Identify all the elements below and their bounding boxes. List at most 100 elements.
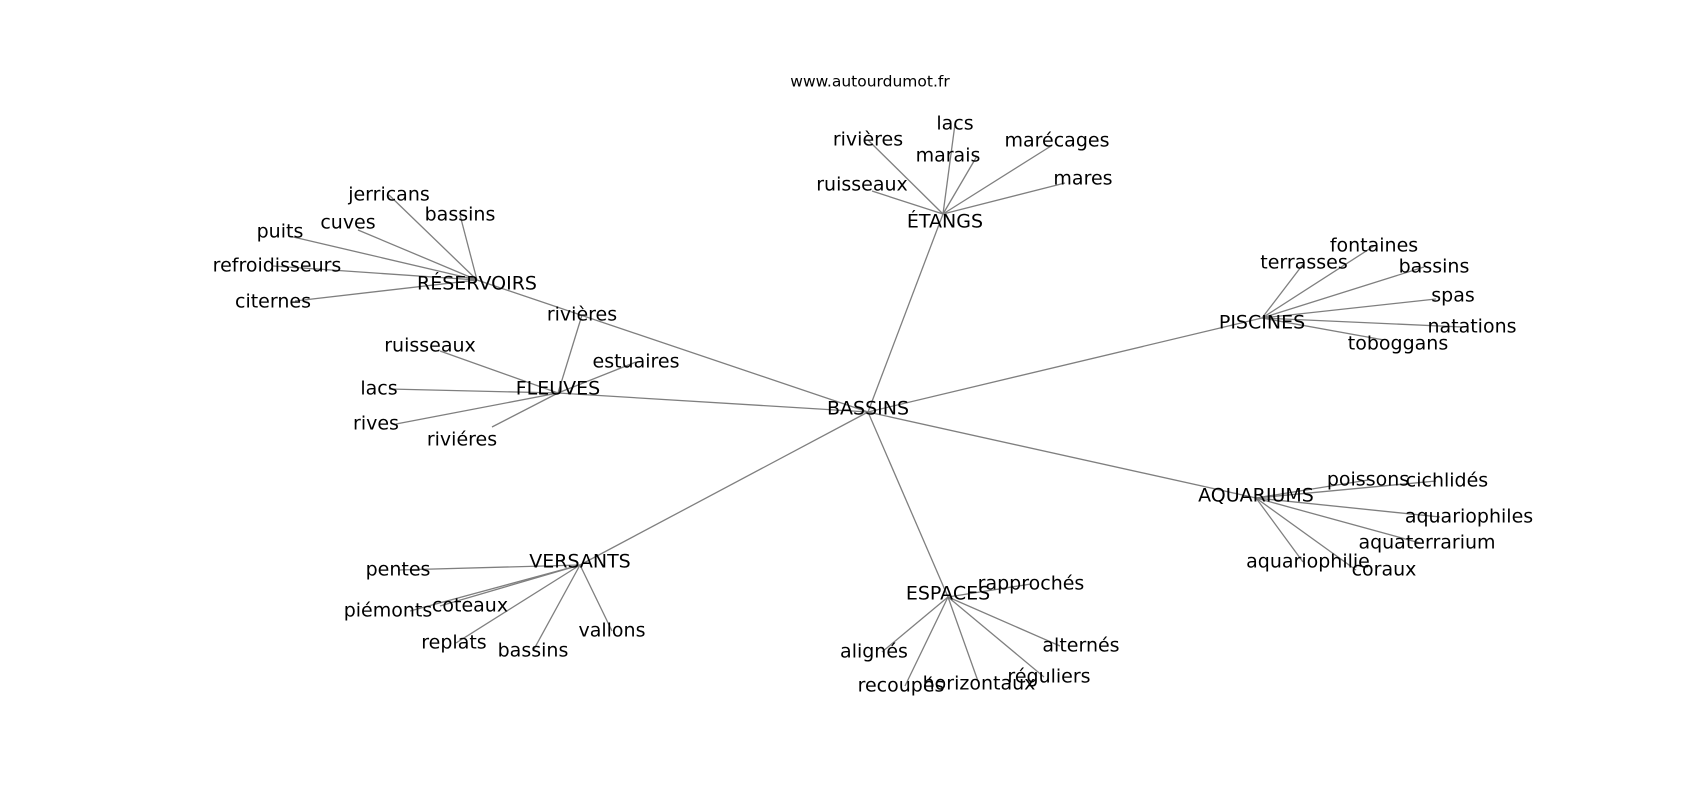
edge-2-2 xyxy=(557,361,637,394)
edge-root-to-4 xyxy=(867,411,1257,499)
leaf-node-label: alignés xyxy=(840,641,908,663)
leaf-node-label: refroidisseurs xyxy=(213,255,342,277)
hub-node-label: VERSANTS xyxy=(529,551,631,573)
leaf-node-label: horizontaux xyxy=(923,673,1036,695)
hub-node-label: RÉSERVOIRS xyxy=(417,272,537,295)
edge-1-2 xyxy=(357,229,478,281)
edge-4-2 xyxy=(1255,497,1441,518)
leaf-node-label: natations xyxy=(1427,316,1516,338)
hub-node-label: ESPACES xyxy=(906,583,990,605)
hub-node-label: FLEUVES xyxy=(516,378,601,400)
leaf-node-label: toboggans xyxy=(1348,333,1448,355)
leaf-node-label: aquaterrarium xyxy=(1358,532,1495,554)
edge-root-to-0 xyxy=(867,213,944,413)
leaf-node-label: lacs xyxy=(936,113,973,135)
edge-5-4 xyxy=(532,564,581,652)
edge-1-3 xyxy=(288,235,478,281)
graph-labels: BASSINS ÉTANGS rivières lacs marais marécages… xyxy=(213,113,1534,697)
leaf-node-label: rapprochés xyxy=(978,573,1085,595)
hub-node-label: PISCINES xyxy=(1219,312,1305,334)
edge-root-to-3 xyxy=(867,317,1263,413)
edge-0-4 xyxy=(871,190,944,215)
leaf-node-label: marais xyxy=(916,145,981,167)
edge-3-4 xyxy=(1261,317,1463,328)
edge-4-1 xyxy=(1255,480,1437,499)
hub-node-label: AQUARIUMS xyxy=(1198,485,1314,507)
edge-4-5 xyxy=(1255,497,1357,571)
leaf-node-label: fontaines xyxy=(1330,235,1418,257)
edge-5-5 xyxy=(579,564,613,632)
leaf-node-label: rivières xyxy=(547,304,617,326)
edge-0-3 xyxy=(942,145,1052,215)
leaf-node-label: vallons xyxy=(578,620,645,642)
graph-edges xyxy=(272,123,1463,687)
leaf-node-label: jerricans xyxy=(347,184,430,206)
edge-root-to-6 xyxy=(867,411,949,598)
leaf-node-label: recoupés xyxy=(858,675,945,697)
leaf-node-label: coteaux xyxy=(432,595,508,617)
leaf-node-label: replats xyxy=(421,632,486,654)
edge-4-0 xyxy=(1255,479,1369,499)
edge-0-5 xyxy=(942,182,1066,215)
leaf-node-label: bassins xyxy=(1399,256,1470,278)
edge-6-1 xyxy=(881,596,949,653)
edge-2-4 xyxy=(395,392,559,425)
edge-1-5 xyxy=(294,279,478,302)
leaf-node-label: rivières xyxy=(833,129,903,151)
edge-6-5 xyxy=(947,596,1045,678)
edge-root-to-2 xyxy=(557,392,869,413)
edge-6-2 xyxy=(947,596,1061,647)
edge-2-5 xyxy=(491,392,559,428)
edge-6-0 xyxy=(947,583,1032,598)
edge-6-3 xyxy=(904,596,949,687)
edge-1-0 xyxy=(388,194,478,281)
edge-root-to-5 xyxy=(579,411,869,566)
edge-root-to-1 xyxy=(476,279,869,413)
hub-node-label: ÉTANGS xyxy=(907,210,983,233)
leaf-node-label: poissons xyxy=(1327,469,1409,491)
leaf-node-label: aquariophiles xyxy=(1405,506,1533,528)
edge-2-3 xyxy=(388,388,559,394)
edge-3-0 xyxy=(1261,245,1375,319)
leaf-node-label: ruisseaux xyxy=(384,335,476,357)
edge-3-2 xyxy=(1261,266,1425,319)
edge-0-2 xyxy=(942,155,978,215)
edge-6-4 xyxy=(947,596,980,685)
leaf-node-label: rives xyxy=(353,413,399,435)
edge-1-1 xyxy=(459,214,478,281)
edge-1-4 xyxy=(272,265,478,281)
leaf-node-label: estuaires xyxy=(593,351,680,373)
leaf-node-label: piémonts xyxy=(344,600,433,622)
edge-0-0 xyxy=(867,139,944,215)
leaf-node-label: pentes xyxy=(366,559,431,581)
edge-4-3 xyxy=(1255,497,1421,544)
leaf-node-label: ruisseaux xyxy=(816,174,908,196)
edge-2-1 xyxy=(439,350,559,394)
edge-0-1 xyxy=(942,123,956,215)
edge-5-3 xyxy=(455,564,581,644)
leaf-node-label: bassins xyxy=(425,204,496,226)
leaf-node-label: coraux xyxy=(1352,559,1417,581)
leaf-node-label: aquariophilie xyxy=(1246,551,1370,573)
leaf-node-label: réguliers xyxy=(1007,666,1090,688)
leaf-node-label: alternés xyxy=(1042,635,1119,657)
edge-5-2 xyxy=(439,564,581,607)
source-watermark: www.autourdumot.fr xyxy=(790,73,950,91)
leaf-node-label: cuves xyxy=(320,212,375,234)
edge-2-0 xyxy=(557,314,583,394)
edge-4-4 xyxy=(1255,497,1304,563)
leaf-node-label: riviéres xyxy=(427,429,497,451)
edge-5-0 xyxy=(397,564,581,571)
leaf-node-label: mares xyxy=(1053,168,1112,190)
leaf-node-label: marécages xyxy=(1005,130,1110,152)
edge-3-1 xyxy=(1261,262,1305,319)
leaf-node-label: terrasses xyxy=(1260,252,1347,274)
leaf-node-label: lacs xyxy=(360,378,397,400)
leaf-node-label: citernes xyxy=(235,291,311,313)
edge-3-3 xyxy=(1261,298,1437,319)
root-node-label: BASSINS xyxy=(827,398,909,420)
leaf-node-label: spas xyxy=(1431,285,1475,307)
leaf-node-label: puits xyxy=(257,221,304,243)
edge-3-5 xyxy=(1261,317,1385,341)
